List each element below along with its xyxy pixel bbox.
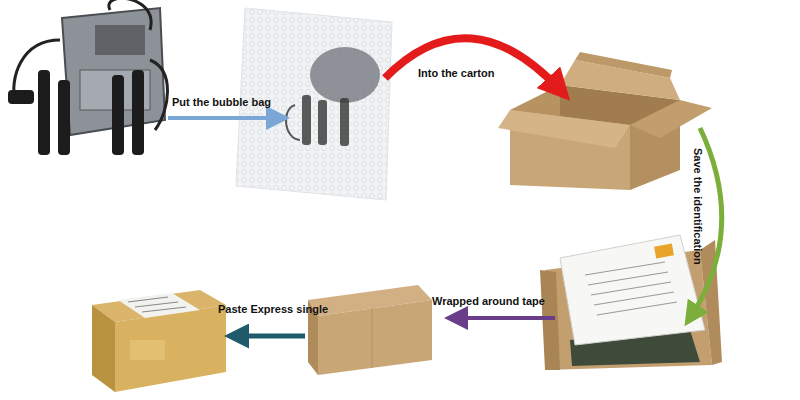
step-arrow — [690, 128, 722, 318]
step-label: Into the carton — [418, 66, 494, 80]
step-label: Paste Express single — [218, 302, 328, 316]
step-arrow — [385, 38, 562, 92]
open-carton — [498, 52, 712, 190]
step-label: Save the identification — [691, 148, 705, 265]
shipped-box — [92, 290, 226, 392]
ignition-coil — [8, 0, 168, 155]
step-arrow — [234, 334, 305, 339]
step-arrow — [168, 116, 282, 120]
closed-carton — [308, 285, 432, 375]
step-label: Wrapped around tape — [432, 294, 545, 308]
step-arrow — [452, 316, 555, 320]
step-label: Put the bubble bag — [172, 95, 271, 109]
